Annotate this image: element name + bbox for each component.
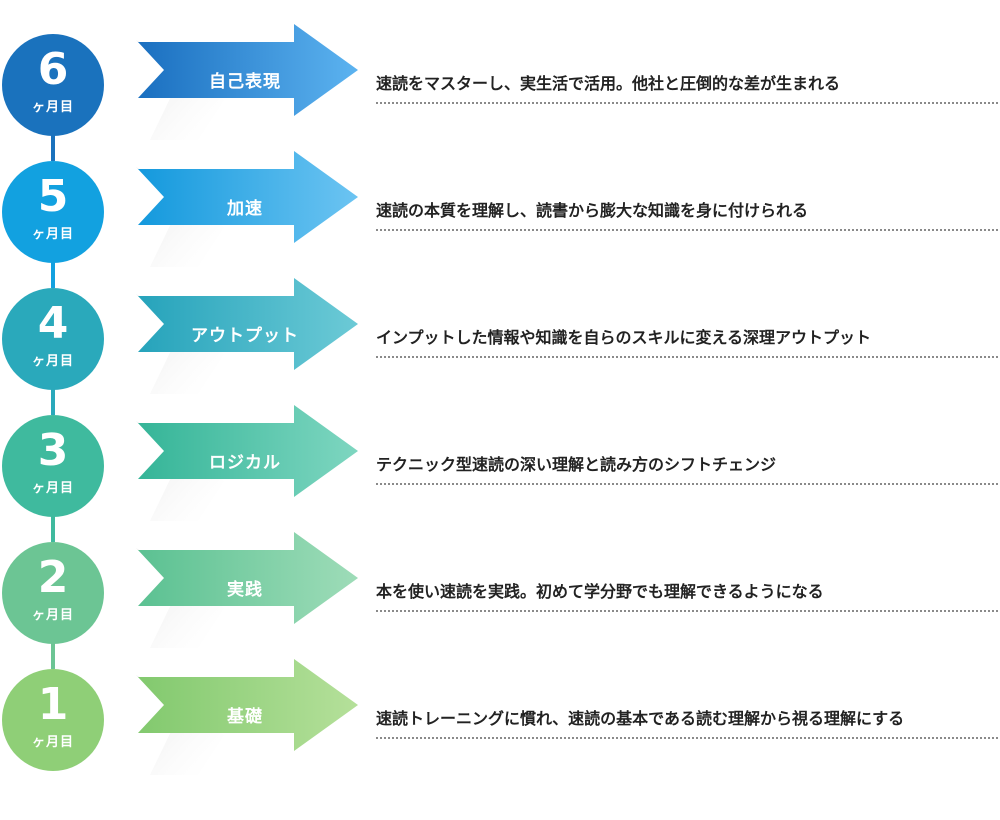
stage-arrow (136, 659, 358, 775)
stage-arrow (136, 151, 358, 267)
timeline-connector (51, 261, 55, 288)
stage-arrow (136, 24, 358, 140)
arrow-body (138, 532, 358, 624)
month-number: 3 (37, 425, 69, 476)
stage-row-month-2: 2 ヶ月目 実践 本を使い速読を実践。初めて学分野でも理解できるようになる (0, 532, 1000, 669)
timeline-connector (51, 388, 55, 415)
stage-description: テクニック型速読の深い理解と読み方のシフトチェンジ (376, 445, 998, 485)
month-circle: 3 ヶ月目 (2, 415, 104, 517)
stage-title: 自己表現 (209, 72, 281, 92)
month-number: 2 (37, 552, 69, 603)
stage-row-month-3: 3 ヶ月目 ロジカル テクニック型速読の深い理解と読み方のシフトチェンジ (0, 405, 1000, 542)
month-unit-label: ヶ月目 (31, 227, 74, 242)
month-number: 5 (37, 171, 69, 222)
stage-description: 速読をマスターし、実生活で活用。他社と圧倒的な差が生まれる (376, 64, 998, 104)
stage-title: 基礎 (227, 707, 263, 727)
month-circle: 2 ヶ月目 (2, 542, 104, 644)
stage-description: 速読の本質を理解し、読書から膨大な知識を身に付けられる (376, 191, 998, 231)
arrow-body (138, 24, 358, 116)
stage-row-month-5: 5 ヶ月目 加速 速読の本質を理解し、読書から膨大な知識を身に付けられる (0, 151, 1000, 288)
timeline-connector (51, 515, 55, 542)
arrow-body (138, 659, 358, 751)
stage-arrow (136, 278, 358, 394)
month-unit-label: ヶ月目 (31, 608, 74, 623)
month-number: 4 (37, 298, 69, 349)
stage-arrow (136, 532, 358, 648)
month-number: 6 (37, 44, 69, 95)
month-unit-label: ヶ月目 (31, 735, 74, 750)
timeline-connector (51, 642, 55, 669)
stage-arrow (136, 405, 358, 521)
stage-description: 本を使い速読を実践。初めて学分野でも理解できるようになる (376, 572, 998, 612)
stage-row-month-4: 4 ヶ月目 アウトプット インプットした情報や知識を自らのスキルに変える深理アウトプッ… (0, 278, 1000, 415)
month-circle: 5 ヶ月目 (2, 161, 104, 263)
month-circle: 6 ヶ月目 (2, 34, 104, 136)
arrow-body (138, 405, 358, 497)
stage-title: 実践 (227, 580, 263, 600)
stage-title: アウトプット (191, 326, 299, 346)
stage-row-month-1: 1 ヶ月目 基礎 速読トレーニングに慣れ、速読の基本である読む理解から視る理解にする (0, 659, 1000, 793)
stage-description: インプットした情報や知識を自らのスキルに変える深理アウトプット (376, 318, 998, 358)
month-unit-label: ヶ月目 (31, 354, 74, 369)
stage-row-month-6: 6 ヶ月目 自己表現 速読をマスターし、実生活で活用。他社と圧倒的な差が生まれる (0, 24, 1000, 161)
month-unit-label: ヶ月目 (31, 481, 74, 496)
stage-description: 速読トレーニングに慣れ、速読の基本である読む理解から視る理解にする (376, 699, 998, 739)
arrow-body (138, 151, 358, 243)
timeline-connector (51, 134, 55, 161)
stage-title: 加速 (227, 199, 263, 219)
arrow-body (138, 278, 358, 370)
month-circle: 4 ヶ月目 (2, 288, 104, 390)
month-number: 1 (37, 679, 69, 730)
month-circle: 1 ヶ月目 (2, 669, 104, 771)
stage-title: ロジカル (209, 453, 281, 473)
month-unit-label: ヶ月目 (31, 100, 74, 115)
